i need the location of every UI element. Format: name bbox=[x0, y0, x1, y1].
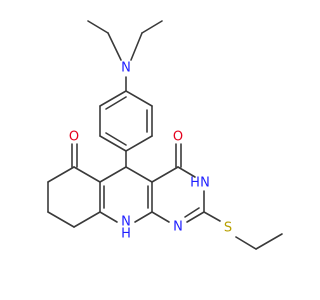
bridge-nh-nitrogen-label: N bbox=[121, 215, 131, 230]
bond bbox=[87, 20, 109, 34]
bond bbox=[47, 166, 75, 183]
lactam-oxygen-label: O bbox=[173, 130, 183, 145]
bridge-nh-hydrogen-label: H bbox=[121, 227, 131, 242]
bond bbox=[184, 207, 200, 218]
bonds bbox=[47, 20, 283, 250]
bond bbox=[105, 132, 127, 146]
bond bbox=[105, 96, 127, 110]
amine-nitrogen-label: N bbox=[121, 61, 131, 76]
bond bbox=[203, 211, 221, 222]
bond bbox=[235, 236, 257, 250]
bond bbox=[99, 211, 118, 223]
bond bbox=[186, 211, 205, 223]
bond bbox=[107, 32, 122, 61]
pyrimidine-nitrogen-label: N bbox=[173, 220, 183, 235]
bond bbox=[125, 135, 153, 152]
bond bbox=[177, 166, 196, 178]
bond bbox=[130, 32, 143, 61]
bond bbox=[73, 211, 101, 228]
bond bbox=[125, 90, 153, 107]
ketone-oxygen-label: O bbox=[69, 130, 79, 145]
bond bbox=[47, 211, 75, 228]
ring-nh-nitrogen-label: N bbox=[200, 176, 210, 191]
ring-nh-hydrogen-label: H bbox=[190, 176, 200, 191]
bond bbox=[141, 20, 163, 34]
atom-labels: N O O H N N N H S bbox=[69, 61, 232, 242]
sulfur-label: S bbox=[224, 221, 232, 236]
bond bbox=[99, 90, 127, 107]
bond bbox=[255, 233, 283, 250]
bond bbox=[99, 135, 127, 152]
bond bbox=[134, 211, 153, 223]
bond bbox=[151, 211, 170, 223]
bond bbox=[73, 166, 101, 183]
molecule-structure: N O O H N N N H S bbox=[47, 20, 283, 250]
bond bbox=[151, 166, 179, 183]
bond bbox=[99, 166, 127, 183]
bond bbox=[125, 166, 153, 183]
